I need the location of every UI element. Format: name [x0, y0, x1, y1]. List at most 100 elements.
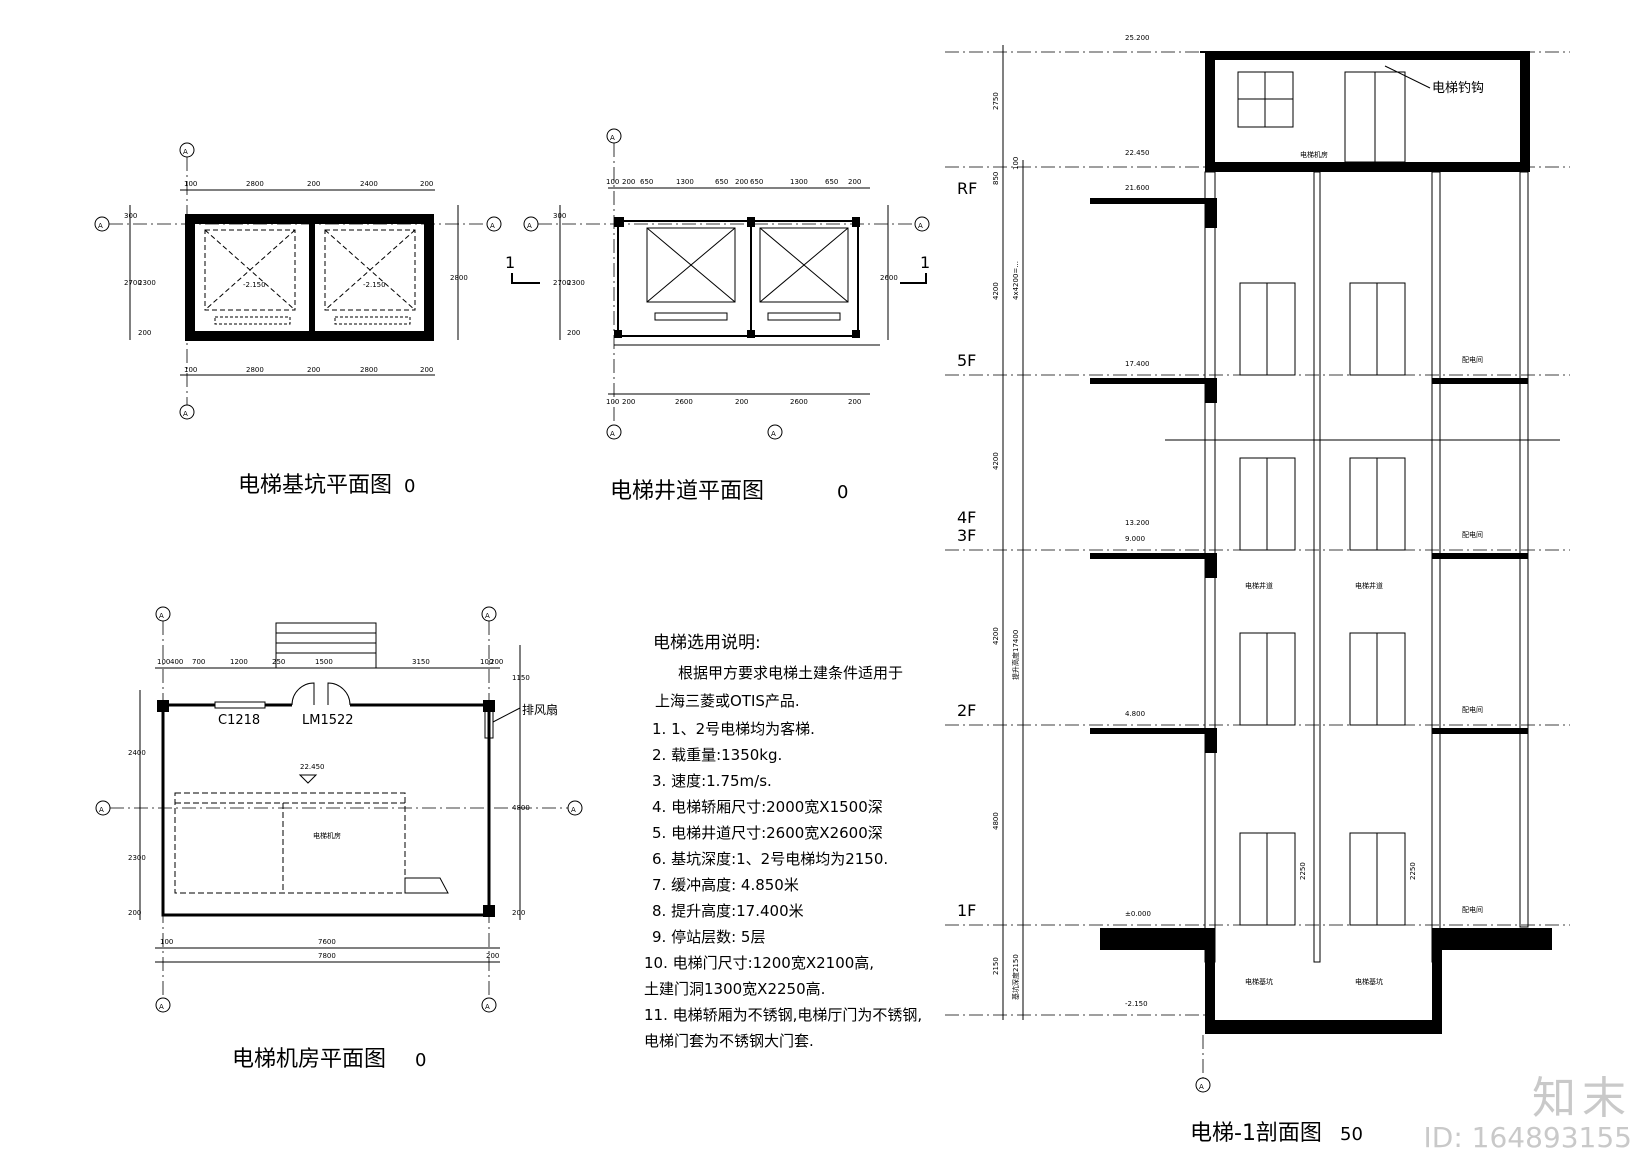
pit-dim-top-5: 200	[420, 180, 433, 188]
floor-2f: 2F	[957, 701, 976, 720]
svg-text:100: 100	[1012, 157, 1020, 170]
shaft-section-mark-right: 1	[920, 253, 930, 272]
svg-text:A: A	[485, 612, 490, 620]
shaft-label-2: 电梯井道	[1355, 581, 1383, 590]
lobby-label-1f: 配电间	[1462, 905, 1483, 914]
machine-floor-level: 22.450	[300, 763, 325, 771]
elevator-section: RF 5F 4F 3F 2F 1F 2750 100 850 4200 4200…	[945, 34, 1570, 1146]
machine-dims-top: 100 400 700 1200 250 1500 3150 100 200	[157, 658, 503, 666]
svg-text:2700: 2700	[553, 279, 571, 287]
floor-1f: 1F	[957, 901, 976, 920]
lobby-label-3f: 配电间	[1462, 530, 1483, 539]
svg-text:A: A	[99, 806, 104, 814]
svg-text:2600: 2600	[790, 398, 808, 406]
svg-text:100: 100	[160, 938, 173, 946]
pit-plan-scale: 0	[404, 476, 415, 497]
pit-dim-top-4: 2400	[360, 180, 378, 188]
svg-text:1300: 1300	[790, 178, 808, 186]
svg-text:A: A	[485, 1003, 490, 1011]
svg-text:2400: 2400	[128, 749, 146, 757]
svg-text:4.800: 4.800	[1125, 710, 1145, 718]
svg-text:200: 200	[128, 909, 141, 917]
svg-text:200: 200	[490, 658, 503, 666]
svg-text:2250: 2250	[1409, 862, 1417, 880]
pit-dim-top-3: 200	[307, 180, 320, 188]
svg-text:2250: 2250	[1299, 862, 1307, 880]
notes-item-7: 7. 缓冲高度: 4.850米	[652, 876, 799, 894]
floor-4f: 4F	[957, 508, 976, 527]
pit-dim-top-1: 100	[184, 180, 197, 188]
svg-text:7800: 7800	[318, 952, 336, 960]
shaft-plan-scale: 0	[837, 482, 848, 503]
svg-text:1500: 1500	[315, 658, 333, 666]
machine-room-label: 电梯机房	[313, 831, 341, 840]
window-label: C1218	[218, 713, 260, 728]
svg-text:A: A	[159, 1003, 164, 1011]
notes-item-3: 3. 速度:1.75m/s.	[652, 772, 772, 790]
svg-text:2150: 2150	[992, 957, 1000, 975]
svg-text:1300: 1300	[676, 178, 694, 186]
svg-text:提升高度17400: 提升高度17400	[1011, 630, 1020, 680]
svg-text:A: A	[771, 430, 776, 438]
svg-text:4800: 4800	[992, 812, 1000, 830]
svg-text:3150: 3150	[412, 658, 430, 666]
svg-text:4200: 4200	[992, 282, 1000, 300]
svg-text:100: 100	[606, 178, 619, 186]
machine-room-section-label: 电梯机房	[1300, 150, 1328, 159]
notes-heading: 电梯选用说明:	[653, 633, 761, 653]
svg-text:200: 200	[567, 329, 580, 337]
svg-text:-2.150: -2.150	[1125, 1000, 1148, 1008]
svg-text:200: 200	[486, 952, 499, 960]
floor-3f: 3F	[957, 526, 976, 545]
pit-level-2: -2.150	[363, 281, 386, 289]
section-scale: 50	[1340, 1124, 1363, 1145]
door-label: LM1522	[302, 713, 354, 728]
svg-text:A: A	[527, 222, 532, 230]
svg-text:±0.000: ±0.000	[1125, 910, 1151, 918]
svg-text:650: 650	[750, 178, 763, 186]
floor-rf: RF	[957, 179, 977, 198]
svg-text:100: 100	[157, 658, 170, 666]
svg-text:2750: 2750	[992, 92, 1000, 110]
notes-item-6: 6. 基坑深度:1、2号电梯均为2150.	[652, 850, 888, 868]
pit-dim-top-2: 2800	[246, 180, 264, 188]
svg-text:25.200: 25.200	[1125, 34, 1150, 42]
svg-text:A: A	[918, 222, 923, 230]
svg-text:9.000: 9.000	[1125, 535, 1145, 543]
pit-label-2: 电梯基坑	[1355, 977, 1383, 986]
svg-text:200: 200	[512, 909, 525, 917]
svg-text:300: 300	[553, 212, 566, 220]
svg-text:A: A	[183, 410, 188, 418]
shaft-dims-bottom: 100 200 2600 200 2600 200	[606, 398, 861, 406]
svg-text:250: 250	[272, 658, 285, 666]
svg-text:1200: 1200	[230, 658, 248, 666]
pit-dim-right: 2800	[450, 274, 468, 282]
svg-text:200: 200	[735, 178, 748, 186]
notes-item-9: 9. 停站层数: 5层	[652, 928, 765, 946]
pit-dim-left-2: 2700	[124, 279, 142, 287]
section-doors	[1239, 282, 1406, 926]
svg-text:21.600: 21.600	[1125, 184, 1150, 192]
shaft-section-mark-left: 1	[505, 253, 515, 272]
shaft-label-1: 电梯井道	[1245, 581, 1273, 590]
svg-text:4800: 4800	[512, 804, 530, 812]
notes-item-10b: 土建门洞1300宽X2250高.	[644, 980, 825, 998]
svg-text:22.450: 22.450	[1125, 149, 1150, 157]
shaft-plan: A A A A A 1 1 100 200 650 1300 650 200 6…	[505, 128, 930, 504]
notes-intro-1: 根据甲方要求电梯土建条件适用于	[678, 664, 903, 682]
svg-text:A: A	[490, 222, 495, 230]
svg-text:650: 650	[825, 178, 838, 186]
pit-dim-left-1: 300	[124, 212, 137, 220]
svg-text:200: 200	[848, 178, 861, 186]
pit-dim-left-3: 2300	[138, 279, 156, 287]
svg-text:2600: 2600	[675, 398, 693, 406]
fan-label: 排风扇	[522, 702, 558, 717]
svg-text:17.400: 17.400	[1125, 360, 1150, 368]
notes-item-2: 2. 载重量:1350kg.	[652, 746, 782, 764]
pit-dim-left-4: 200	[138, 329, 151, 337]
svg-text:700: 700	[192, 658, 205, 666]
svg-text:4200: 4200	[992, 452, 1000, 470]
svg-text:400: 400	[170, 658, 183, 666]
svg-text:1150: 1150	[512, 674, 530, 682]
floor-5f: 5F	[957, 351, 976, 370]
